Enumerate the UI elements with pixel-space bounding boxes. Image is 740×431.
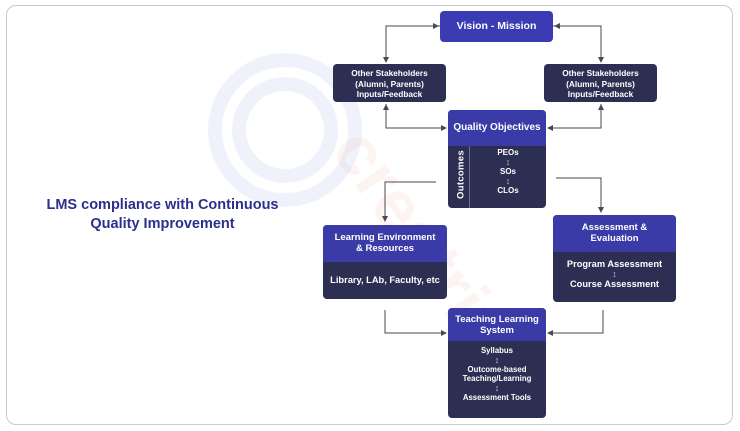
outcome-clos: CLOs [497,186,519,195]
arrow-icon: ↕ [494,354,500,365]
assessment-title-line1: Assessment & [581,222,648,233]
connector-right-qo [547,104,602,131]
tls-syllabus: Syllabus [480,346,514,355]
connector-qo-learn [382,181,436,222]
vision-mission-box: Vision - Mission [440,11,553,42]
learning-environment-body: Library, LAb, Faculty, etc [330,275,440,285]
arrow-icon: ↕ [494,382,500,393]
course-assessment: Course Assessment [569,279,660,289]
tls-outcome-based: Outcome-based [467,364,527,374]
quality-objectives-title: Quality Objectives [448,110,546,146]
arrow-icon: ↕ [612,269,617,279]
stakeholders-right-line3: Inputs/Feedback [567,89,634,99]
connector-vision-right [553,25,604,63]
teaching-learning-title: Teaching Learning System [448,308,546,341]
stakeholders-left-line2: (Alumni, Parents) [355,78,424,89]
teaching-learning-title-line1: Teaching Learning [455,314,539,325]
connector-qo-assess [556,177,604,213]
quality-objectives-box: Quality Objectives Outcomes PEOs ↕ SOs ↕… [448,110,546,208]
stakeholders-left-line3: Inputs/Feedback [356,89,423,99]
assessment-title-line2: Evaluation [590,233,639,244]
program-assessment: Program Assessment [566,259,663,269]
outcomes-list: PEOs ↕ SOs ↕ CLOs [470,148,546,196]
learning-environment-title: Learning Environment & Resources [323,225,447,262]
stakeholders-left-line1: Other Stakeholders [351,68,428,78]
page-heading: LMS compliance with Continuous Quality I… [46,197,279,232]
outcomes-side-label-wrap: Outcomes [451,146,470,208]
connector-vision-left [383,25,440,63]
assessment-title: Assessment & Evaluation [553,215,676,252]
connector-assess-tls [547,310,604,336]
connector-left-qo [385,104,447,131]
tls-teaching-learning: Teaching/Learning [462,374,532,383]
learning-environment-title-line2: & Resources [355,243,415,254]
learning-environment-title-line1: Learning Environment [334,232,436,243]
arrow-icon: ↕ [505,157,511,167]
arrow-icon: ↕ [505,176,511,186]
stakeholders-right-line2: (Alumni, Parents) [566,78,635,89]
teaching-learning-title-line2: System [480,325,514,336]
learning-environment-box: Learning Environment & Resources Library… [323,225,447,299]
outcomes-side-label: Outcomes [455,150,467,199]
tls-assessment-tools: Assessment Tools [462,392,532,402]
assessment-body: Program Assessment ↕ Course Assessment [553,252,676,290]
stakeholders-right-line1: Other Stakeholders [562,68,639,78]
assessment-box: Assessment & Evaluation Program Assessme… [553,215,676,302]
teaching-learning-body: Syllabus ↕ Outcome-based Teaching/Learni… [448,341,546,402]
outcome-sos: SOs [499,167,516,176]
stakeholders-right-box: Other Stakeholders (Alumni, Parents) Inp… [544,64,657,102]
outcome-peos: PEOs [497,148,519,157]
connector-learn-tls [384,310,447,336]
stakeholders-left-box: Other Stakeholders (Alumni, Parents) Inp… [333,64,446,102]
teaching-learning-box: Teaching Learning System Syllabus ↕ Outc… [448,308,546,418]
